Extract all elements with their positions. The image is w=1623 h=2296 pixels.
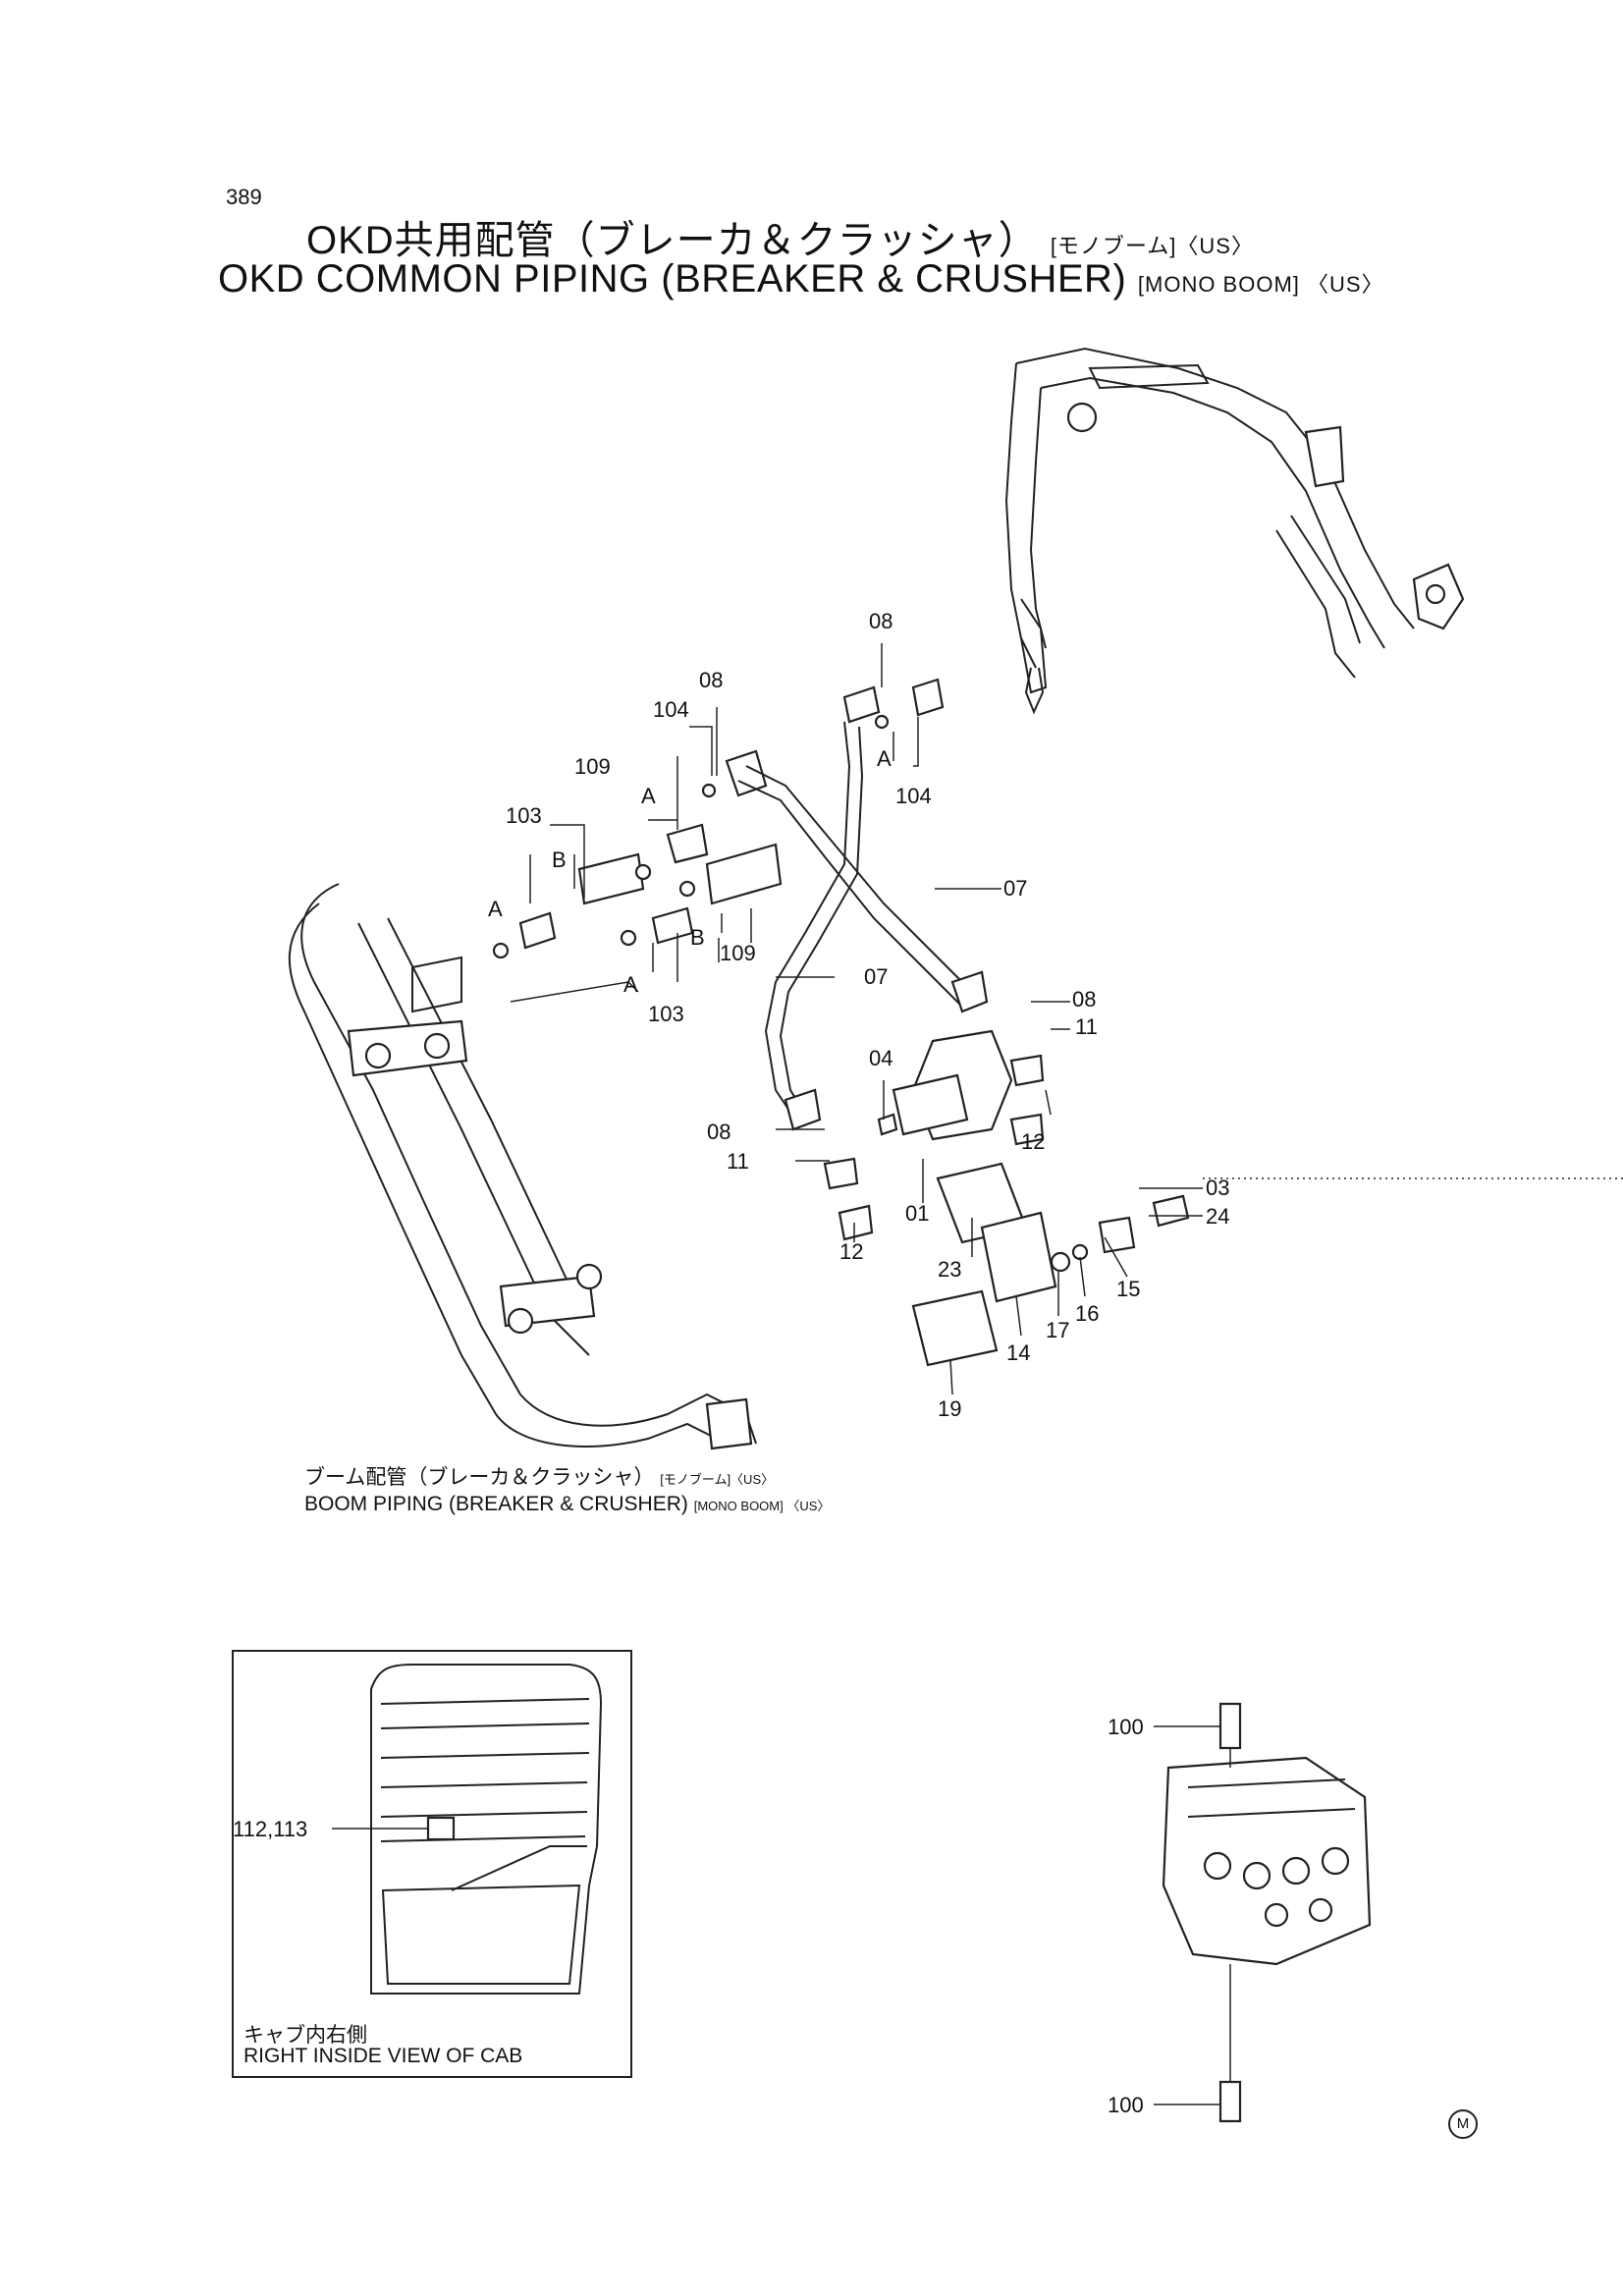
callout-11-right: 11 <box>1075 1014 1098 1039</box>
callout-08-mid-right: 08 <box>1072 987 1096 1011</box>
cab-view-frame <box>232 1650 632 2078</box>
callout-23: 23 <box>938 1257 961 1282</box>
caption-en-main: BOOM PIPING (BREAKER & CRUSHER) <box>304 1493 688 1515</box>
callout-03: 03 <box>1206 1175 1229 1200</box>
fitting-parts <box>492 678 945 959</box>
valve-block-assembly <box>823 1029 1190 1367</box>
callout-104-left: 104 <box>653 697 689 722</box>
caption-jp-main: ブーム配管（ブレーカ＆クラッシャ） <box>304 1466 655 1489</box>
valve-callout-top: 100 <box>1108 1715 1144 1739</box>
callout-103-top: 103 <box>506 803 542 828</box>
cab-callout: 112,113 <box>233 1817 307 1841</box>
callout-a-left: A <box>488 897 503 921</box>
callout-104-right: 104 <box>895 784 932 808</box>
excavator-boom-illustration <box>1004 347 1465 715</box>
caption-english: BOOM PIPING (BREAKER & CRUSHER) [MONO BO… <box>304 1493 830 1516</box>
callout-12-left: 12 <box>839 1239 863 1264</box>
callout-07-left: 07 <box>864 964 888 989</box>
valve-callout-bottom: 100 <box>1108 2093 1144 2117</box>
boom-pipe-lines <box>288 883 757 1450</box>
callout-11-left: 11 <box>727 1149 749 1174</box>
page-number: 389 <box>226 185 262 209</box>
callout-07-right: 07 <box>1003 876 1027 901</box>
caption-japanese: ブーム配管（ブレーカ＆クラッシャ） [モノブーム]〈US〉 <box>304 1461 774 1491</box>
callout-b-bottom: B <box>690 925 705 950</box>
callout-08-mid-left: 08 <box>707 1120 730 1144</box>
title-jp-suffix: [モノブーム]〈US〉 <box>1050 234 1254 258</box>
callout-08-top: 08 <box>869 609 893 633</box>
callout-labels: 08 08 104 104 109 109 103 103 A A A B B … <box>488 609 1229 1421</box>
corner-mark: M <box>1448 2109 1478 2139</box>
title-jp-main: OKD共用配管（ブレーカ＆クラッシャ） <box>306 219 1039 262</box>
callout-103-bottom: 103 <box>648 1002 684 1026</box>
callout-109-right: 109 <box>720 941 756 965</box>
callout-a-upper-left: A <box>641 784 656 808</box>
callout-109-left: 109 <box>574 754 611 779</box>
callout-24: 24 <box>1206 1204 1229 1229</box>
title-english: OKD COMMON PIPING (BREAKER & CRUSHER) [M… <box>218 257 1384 301</box>
callout-15: 15 <box>1116 1277 1140 1301</box>
cab-inside-view-drawing: 112,113 <box>233 1664 603 1995</box>
leader-lines <box>510 643 1623 1395</box>
callout-08-left: 08 <box>699 668 723 692</box>
cab-view-label-en: RIGHT INSIDE VIEW OF CAB <box>243 2045 523 2067</box>
cab-view-label-jp: キャブ内右側 <box>243 2024 367 2047</box>
callout-12-right: 12 <box>1021 1129 1045 1154</box>
callout-a-right: A <box>877 746 892 771</box>
callout-14: 14 <box>1006 1340 1030 1365</box>
callout-b-top: B <box>552 847 567 872</box>
control-valve-drawing: 100 100 <box>1108 1702 1372 2123</box>
title-japanese: OKD共用配管（ブレーカ＆クラッシャ） [モノブーム]〈US〉 <box>306 208 1254 265</box>
caption-jp-suffix: [モノブーム]〈US〉 <box>660 1472 775 1487</box>
caption-en-suffix: [MONO BOOM] 〈US〉 <box>693 1499 831 1513</box>
callout-16: 16 <box>1075 1301 1099 1326</box>
title-en-main: OKD COMMON PIPING (BREAKER & CRUSHER) <box>218 257 1127 301</box>
callout-01: 01 <box>905 1201 929 1226</box>
callout-04: 04 <box>869 1046 893 1070</box>
hose-07 <box>737 721 989 1131</box>
callout-17: 17 <box>1046 1318 1069 1342</box>
callout-a-bottom: A <box>623 972 638 997</box>
callout-19: 19 <box>938 1396 961 1421</box>
title-en-suffix: [MONO BOOM] 〈US〉 <box>1137 272 1384 297</box>
